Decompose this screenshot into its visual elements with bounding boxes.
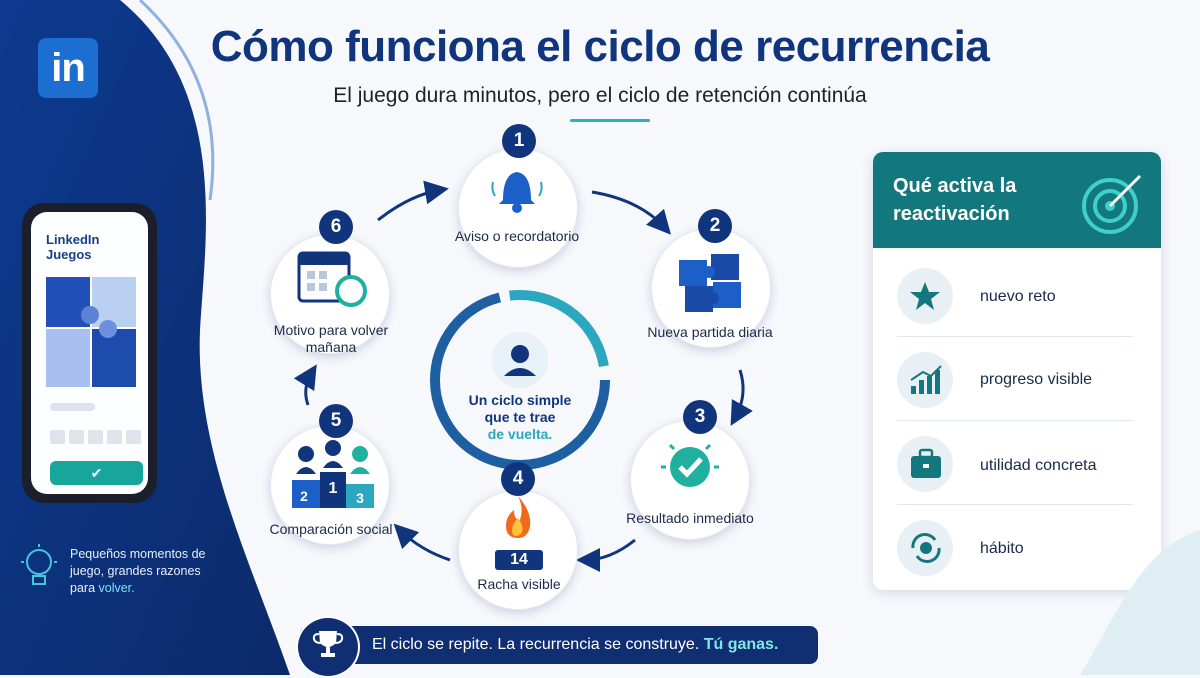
banner-text: El ciclo se repite. La recurrencia se co…: [372, 636, 778, 654]
phone-title: LinkedIn Juegos: [46, 232, 100, 262]
page-title: Cómo funciona el ciclo de recurrencia: [210, 22, 990, 71]
step-label-3: Resultado inmediato: [626, 510, 754, 526]
podium-rank-3: 3: [356, 490, 364, 506]
phone-cells: [50, 430, 141, 444]
refresh-check-icon: [911, 533, 941, 563]
target-icon: [1082, 174, 1142, 234]
banner-text-highlight: Tú ganas.: [703, 636, 779, 653]
card-divider: [897, 336, 1133, 337]
chart-icon: [910, 365, 942, 394]
user-icon: [492, 332, 548, 388]
tip-text: Pequeños momentos de juego, grandes razo…: [70, 546, 210, 597]
streak-badge: 14: [495, 550, 543, 570]
linkedin-logo: in: [38, 38, 98, 98]
decorative-wave: [1080, 530, 1200, 675]
puzzle-icon: [679, 254, 741, 312]
briefcase-icon: [911, 448, 941, 478]
center-line-2: que te trae: [484, 409, 556, 425]
card-item-2: progreso visible: [980, 371, 1093, 388]
trophy-icon: [312, 631, 344, 657]
center-label: Un ciclo simple que te trae de vuelta.: [460, 392, 580, 443]
bottom-banner: [300, 626, 818, 664]
card-item-1: nuevo reto: [980, 288, 1056, 305]
step-label-5: Comparación social: [269, 521, 393, 537]
step-number-1: 1: [502, 124, 536, 158]
podium-rank-2: 2: [300, 488, 308, 504]
calendar-icon: [297, 251, 367, 307]
phone-placeholder-bar: [50, 403, 95, 411]
step-number-6: 6: [319, 210, 353, 244]
puzzle-image: [46, 277, 136, 387]
step-label-1: Aviso o recordatorio: [454, 228, 580, 244]
center-line-1: Un ciclo simple: [468, 392, 572, 408]
card-item-4: hábito: [980, 540, 1024, 557]
card-divider: [897, 504, 1133, 505]
page-subtitle: El juego dura minutos, pero el ciclo de …: [333, 84, 867, 107]
step-number-2: 2: [698, 209, 732, 243]
phone-check-button[interactable]: ✔: [50, 461, 143, 485]
flame-icon: [506, 496, 531, 538]
center-line-3: de vuelta.: [487, 426, 553, 442]
lightbulb-icon: [21, 544, 57, 585]
banner-text-main: El ciclo se repite. La recurrencia se co…: [372, 636, 704, 653]
podium-rank-1: 1: [328, 480, 338, 497]
step-label-2: Nueva partida diaria: [647, 324, 773, 340]
card-divider: [897, 420, 1133, 421]
check-icon: [661, 443, 719, 487]
step-number-3: 3: [683, 400, 717, 434]
tip-text-prefix: Pequeños momentos de juego, grandes razo…: [70, 547, 206, 595]
podium-icon: [292, 440, 374, 508]
step-number-4: 4: [501, 462, 535, 496]
step-label-4: Racha visible: [477, 576, 561, 592]
step-label-6: Motivo para volver mañana: [273, 322, 389, 355]
card-title: Qué activa la reactivación: [893, 175, 1017, 225]
card-item-3: utilidad concreta: [980, 457, 1097, 474]
star-icon: [910, 282, 940, 310]
bell-icon: [491, 172, 543, 213]
title-underline: [570, 119, 650, 122]
tip-text-highlight: volver.: [98, 581, 135, 595]
step-number-5: 5: [319, 404, 353, 438]
row-icon-bg-2: [897, 352, 953, 408]
